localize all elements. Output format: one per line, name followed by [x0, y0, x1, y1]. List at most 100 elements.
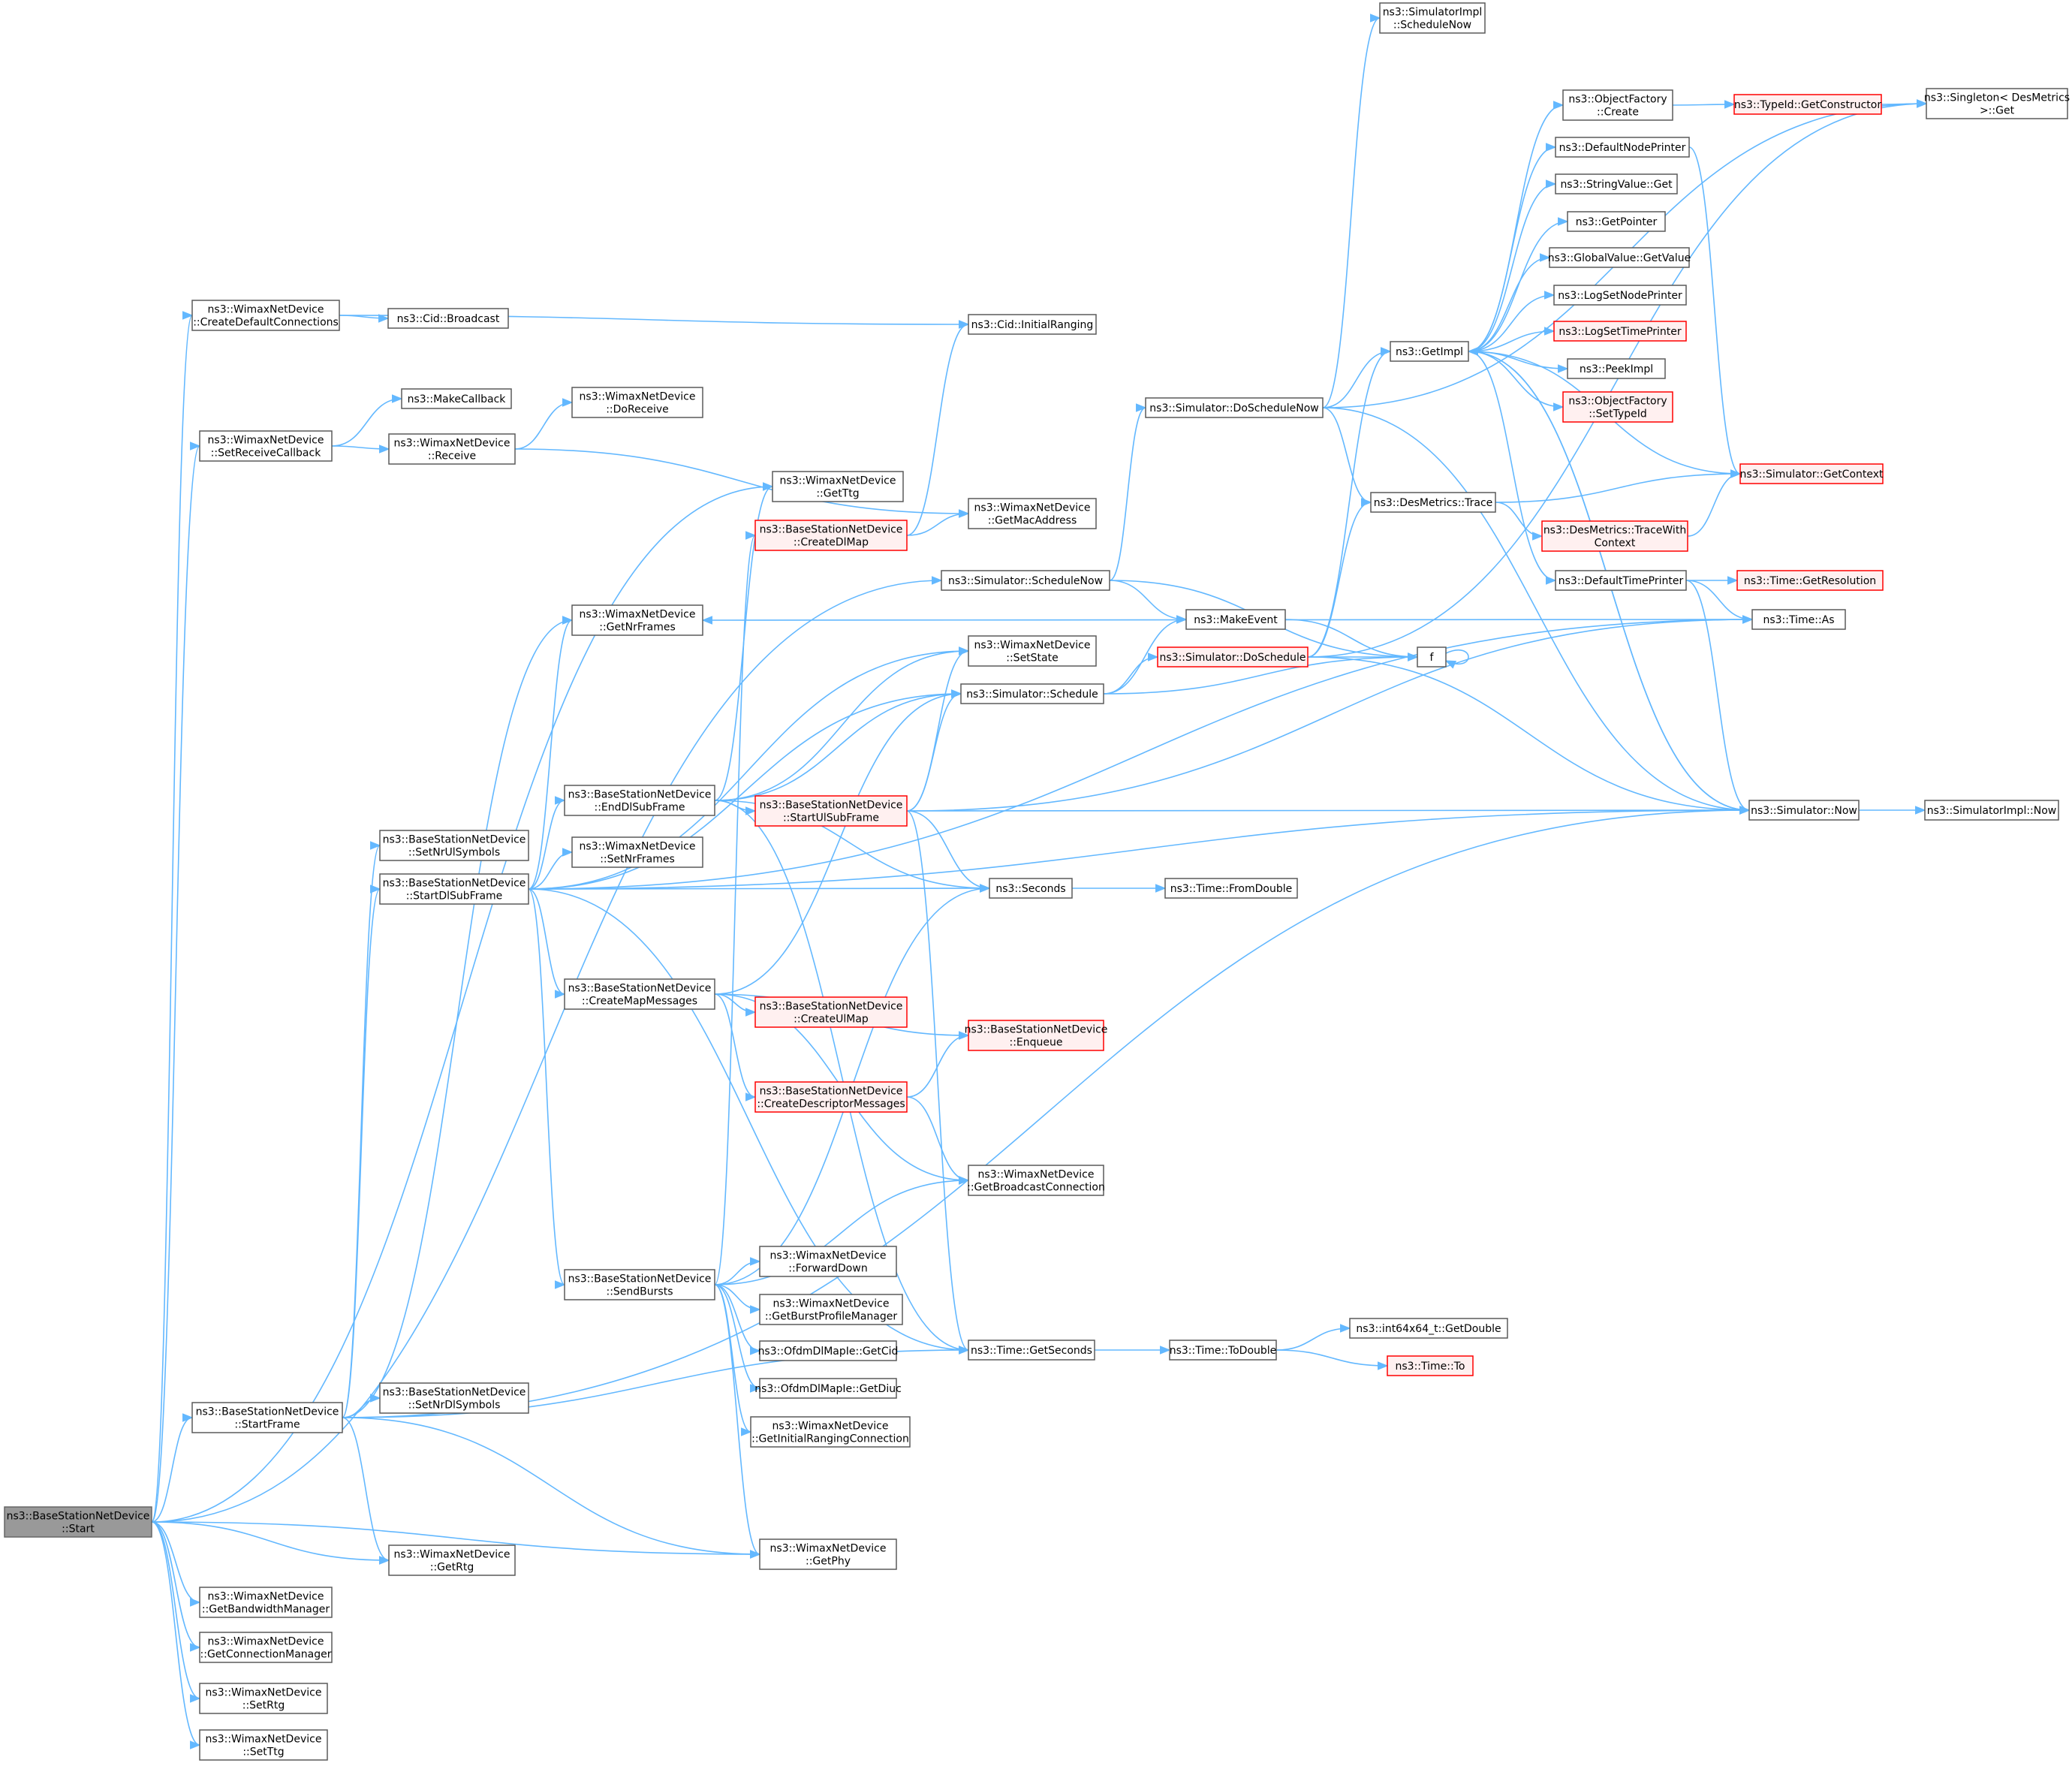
node-stringValueGet[interactable]: ns3::StringValue::Get	[1555, 173, 1678, 194]
node-getInitialRangingConnection[interactable]: ns3::WimaxNetDevice::GetInitialRangingCo…	[750, 1416, 911, 1448]
node-setState[interactable]: ns3::WimaxNetDevice::SetState	[968, 635, 1097, 667]
node-endDlSubFrame[interactable]: ns3::BaseStationNetDevice::EndDlSubFrame	[564, 785, 715, 816]
node-createMapMessages[interactable]: ns3::BaseStationNetDevice::CreateMapMess…	[564, 978, 715, 1010]
node-label-line: ns3::WimaxNetDevice	[770, 1543, 887, 1555]
node-getResolution[interactable]: ns3::Time::GetResolution	[1736, 570, 1884, 591]
node-toDouble[interactable]: ns3::Time::ToDouble	[1169, 1340, 1277, 1361]
node-int64GetDouble[interactable]: ns3::int64x64_t::GetDouble	[1349, 1318, 1508, 1339]
node-box	[199, 1683, 328, 1714]
node-seconds[interactable]: ns3::Seconds	[989, 878, 1073, 899]
node-makeEvent[interactable]: ns3::MakeEvent	[1185, 609, 1286, 630]
node-label-line: ::CreateUlMap	[794, 1014, 869, 1026]
node-box	[1549, 247, 1690, 268]
node-getNrFrames[interactable]: ns3::WimaxNetDevice::GetNrFrames	[571, 604, 703, 636]
node-box	[1567, 211, 1666, 232]
node-simGetContext[interactable]: ns3::Simulator::GetContext	[1739, 463, 1884, 484]
edge-startDlSubFrame-to-setState	[528, 646, 970, 890]
node-simScheduleNow[interactable]: ns3::Simulator::ScheduleNow	[941, 570, 1110, 591]
node-createDefaultConnections[interactable]: ns3::WimaxNetDevice::CreateDefaultConnec…	[191, 300, 340, 331]
node-f[interactable]: f	[1417, 646, 1447, 668]
node-setNrUlSymbols[interactable]: ns3::BaseStationNetDevice::SetNrUlSymbol…	[379, 830, 529, 861]
node-setRtg[interactable]: ns3::WimaxNetDevice::SetRtg	[199, 1683, 328, 1714]
node-label-line: ns3::Time::To	[1396, 1361, 1465, 1373]
node-sendBursts[interactable]: ns3::BaseStationNetDevice::SendBursts	[564, 1269, 715, 1300]
node-setNrFrames[interactable]: ns3::WimaxNetDevice::SetNrFrames	[571, 836, 703, 868]
node-logSetTimePrinter[interactable]: ns3::LogSetTimePrinter	[1553, 321, 1687, 342]
node-doScheduleNow[interactable]: ns3::Simulator::DoScheduleNow	[1145, 397, 1324, 418]
node-box	[989, 878, 1073, 899]
node-getMacAddress[interactable]: ns3::WimaxNetDevice::GetMacAddress	[968, 498, 1097, 529]
node-objFactorySetTypeId[interactable]: ns3::ObjectFactory::SetTypeId	[1562, 391, 1673, 423]
edge-start-to-setRtg	[151, 1521, 201, 1703]
node-box	[1390, 341, 1469, 362]
node-label-line: ns3::WimaxNetDevice	[772, 1421, 889, 1433]
node-label-line: ::SetReceiveCallback	[211, 448, 322, 460]
node-getDiuc[interactable]: ns3::OfdmDlMapIe::GetDiuc	[754, 1378, 902, 1399]
node-getBandwidthManager[interactable]: ns3::WimaxNetDevice::GetBandwidthManager	[199, 1587, 333, 1618]
node-startFrame[interactable]: ns3::BaseStationNetDevice::StartFrame	[191, 1402, 343, 1433]
node-logSetNodePrinter[interactable]: ns3::LogSetNodePrinter	[1553, 285, 1687, 306]
node-box	[1555, 570, 1687, 591]
node-defaultNodePrinter[interactable]: ns3::DefaultNodePrinter	[1555, 137, 1690, 158]
edge-defaultNodePrinter-to-simGetContext	[1688, 146, 1742, 478]
node-receive[interactable]: ns3::WimaxNetDevice::Receive	[388, 433, 516, 465]
node-getConnectionManager[interactable]: ns3::WimaxNetDevice::GetConnectionManage…	[199, 1632, 333, 1663]
node-label-line: ns3::WimaxNetDevice	[394, 1549, 510, 1561]
node-label-line: ns3::BaseStationNetDevice	[760, 1001, 903, 1013]
node-getPointer[interactable]: ns3::GetPointer	[1567, 211, 1666, 232]
node-setReceiveCallback[interactable]: ns3::WimaxNetDevice::SetReceiveCallback	[199, 430, 333, 462]
node-box	[1169, 1340, 1277, 1361]
node-label-line: ::EndDlSubFrame	[595, 802, 685, 814]
edge-getImpl-to-defaultNodePrinter	[1468, 143, 1557, 352]
node-box	[564, 785, 715, 816]
node-createDlMap[interactable]: ns3::BaseStationNetDevice::CreateDlMap	[754, 520, 908, 551]
node-getImpl[interactable]: ns3::GetImpl	[1390, 341, 1469, 362]
node-timeGetSeconds[interactable]: ns3::Time::GetSeconds	[968, 1340, 1095, 1361]
node-defaultTimePrinter[interactable]: ns3::DefaultTimePrinter	[1555, 570, 1687, 591]
edge-setReceiveCallback-to-receive	[331, 445, 390, 454]
graph-nodes: ns3::BaseStationNetDevice::Startns3::Wim…	[4, 2, 2070, 1761]
node-simImplNow[interactable]: ns3::SimulatorImpl::Now	[1924, 800, 2059, 821]
node-label-line: ns3::WimaxNetDevice	[208, 435, 324, 447]
node-cidInitialRanging[interactable]: ns3::Cid::InitialRanging	[968, 314, 1097, 335]
node-startDlSubFrame[interactable]: ns3::BaseStationNetDevice::StartDlSubFra…	[379, 873, 529, 905]
node-getRtg[interactable]: ns3::WimaxNetDevice::GetRtg	[388, 1544, 516, 1576]
node-makeCallback[interactable]: ns3::MakeCallback	[401, 388, 512, 409]
node-getCid[interactable]: ns3::OfdmDlMapIe::GetCid	[758, 1340, 899, 1361]
node-getBurstProfileManager[interactable]: ns3::WimaxNetDevice::GetBurstProfileMana…	[759, 1294, 903, 1325]
node-simNow[interactable]: ns3::Simulator::Now	[1748, 800, 1860, 821]
node-objFactoryCreate[interactable]: ns3::ObjectFactory::Create	[1562, 89, 1673, 121]
node-desTrace[interactable]: ns3::DesMetrics::Trace	[1370, 492, 1496, 513]
node-timeTo[interactable]: ns3::Time::To	[1387, 1355, 1474, 1376]
node-label-line: ns3::WimaxNetDevice	[770, 1250, 887, 1262]
node-peekImpl[interactable]: ns3::PeekImpl	[1567, 358, 1666, 379]
node-simSchedule[interactable]: ns3::Simulator::Schedule	[960, 683, 1104, 704]
edge-simScheduleNow-to-makeEvent	[1109, 580, 1188, 624]
node-forwardDown[interactable]: ns3::WimaxNetDevice::ForwardDown	[759, 1246, 897, 1277]
node-getBroadcastConnection[interactable]: ns3::WimaxNetDevice::GetBroadcastConnect…	[967, 1165, 1105, 1196]
node-doReceive[interactable]: ns3::WimaxNetDevice::DoReceive	[571, 387, 703, 418]
edge-startUlSubFrame-to-seconds	[906, 810, 991, 893]
node-cidBroadcast[interactable]: ns3::Cid::Broadcast	[387, 308, 509, 329]
node-singletonGet[interactable]: ns3::Singleton< DesMetrics >::Get	[1924, 88, 2070, 119]
node-timeAs[interactable]: ns3::Time::As	[1751, 609, 1846, 630]
node-doSchedule[interactable]: ns3::Simulator::DoSchedule	[1157, 646, 1309, 668]
node-globalValueGetValue[interactable]: ns3::GlobalValue::GetValue	[1548, 247, 1691, 268]
node-setNrDlSymbols[interactable]: ns3::BaseStationNetDevice::SetNrDlSymbol…	[379, 1382, 529, 1414]
node-getTtg[interactable]: ns3::WimaxNetDevice::GetTtg	[772, 471, 904, 502]
node-box	[379, 873, 529, 905]
node-label-line: ns3::WimaxNetDevice	[978, 1169, 1095, 1181]
node-start[interactable]: ns3::BaseStationNetDevice::Start	[4, 1506, 152, 1538]
node-typeIdGetConstructor[interactable]: ns3::TypeId::GetConstructor	[1733, 94, 1882, 115]
node-fromDouble[interactable]: ns3::Time::FromDouble	[1164, 878, 1298, 899]
node-label-line: ns3::BaseStationNetDevice	[568, 1273, 712, 1285]
node-enqueue[interactable]: ns3::BaseStationNetDevice::Enqueue	[965, 1020, 1108, 1051]
node-simImplScheduleNow[interactable]: ns3::SimulatorImpl::ScheduleNow	[1379, 2, 1486, 34]
edge-doSchedule-to-getImpl	[1307, 347, 1392, 658]
node-createDescriptorMessages[interactable]: ns3::BaseStationNetDevice::CreateDescrip…	[754, 1081, 908, 1113]
node-getPhy[interactable]: ns3::WimaxNetDevice::GetPhy	[759, 1538, 897, 1570]
node-createUlMap[interactable]: ns3::BaseStationNetDevice::CreateUlMap	[754, 996, 908, 1028]
node-setTtg[interactable]: ns3::WimaxNetDevice::SetTtg	[199, 1729, 328, 1761]
node-startUlSubFrame[interactable]: ns3::BaseStationNetDevice::StartUlSubFra…	[754, 795, 908, 827]
